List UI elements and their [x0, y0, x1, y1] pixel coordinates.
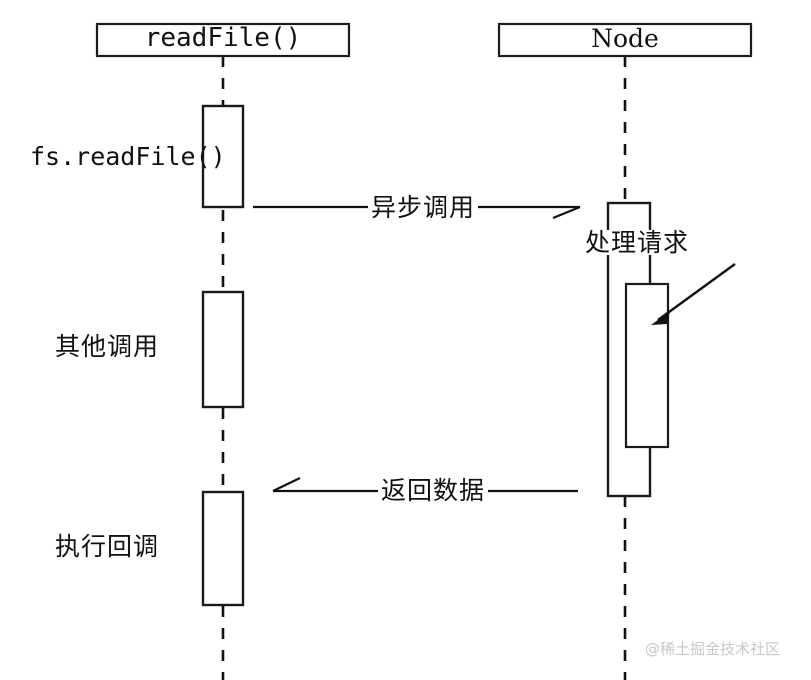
- watermark-text: @稀土掘金技术社区: [645, 640, 781, 658]
- annotation-arrow-line: [657, 263, 736, 321]
- activation-bar-node-inner[interactable]: [624, 282, 670, 449]
- participant-header-node[interactable]: [497, 22, 753, 58]
- message-label-return-data: 返回数据: [378, 478, 489, 503]
- annotation-arrow-head-icon: [651, 311, 670, 325]
- activation-bar-readfile-1[interactable]: [201, 104, 245, 209]
- step-label-fs-readfile: fs.readFile(): [30, 142, 226, 171]
- participant-label-node: Node: [591, 24, 659, 53]
- message-arrowhead-async-call: [552, 205, 581, 220]
- step-label-handle-request: 处理请求: [583, 228, 692, 257]
- activation-bar-readfile-2[interactable]: [201, 290, 245, 409]
- message-label-async-call: 异步调用: [368, 195, 479, 220]
- participant-header-readfile[interactable]: [95, 22, 351, 58]
- activation-bar-readfile-3[interactable]: [201, 490, 245, 607]
- step-label-other-call: 其他调用: [55, 332, 160, 361]
- participant-label-readfile: readFile(): [144, 23, 302, 53]
- message-arrowhead-return-data: [272, 477, 301, 492]
- step-label-exec-callback: 执行回调: [55, 532, 160, 561]
